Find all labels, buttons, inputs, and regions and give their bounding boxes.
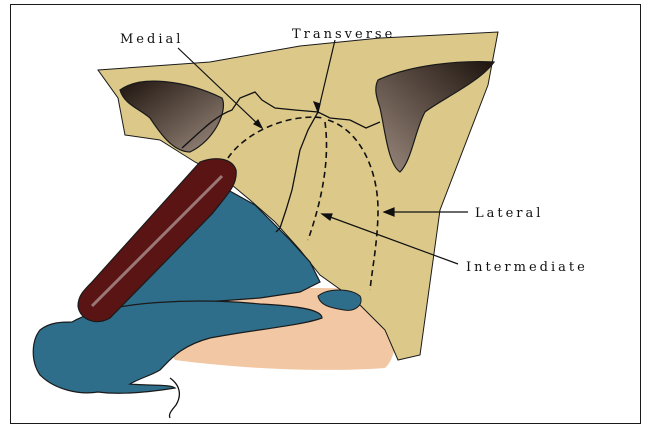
label-transverse: Transverse — [292, 27, 395, 42]
label-intermediate: Intermediate — [466, 260, 588, 275]
label-lateral: Lateral — [475, 206, 543, 221]
label-medial: Medial — [120, 32, 183, 47]
nostril-outline — [169, 378, 179, 418]
